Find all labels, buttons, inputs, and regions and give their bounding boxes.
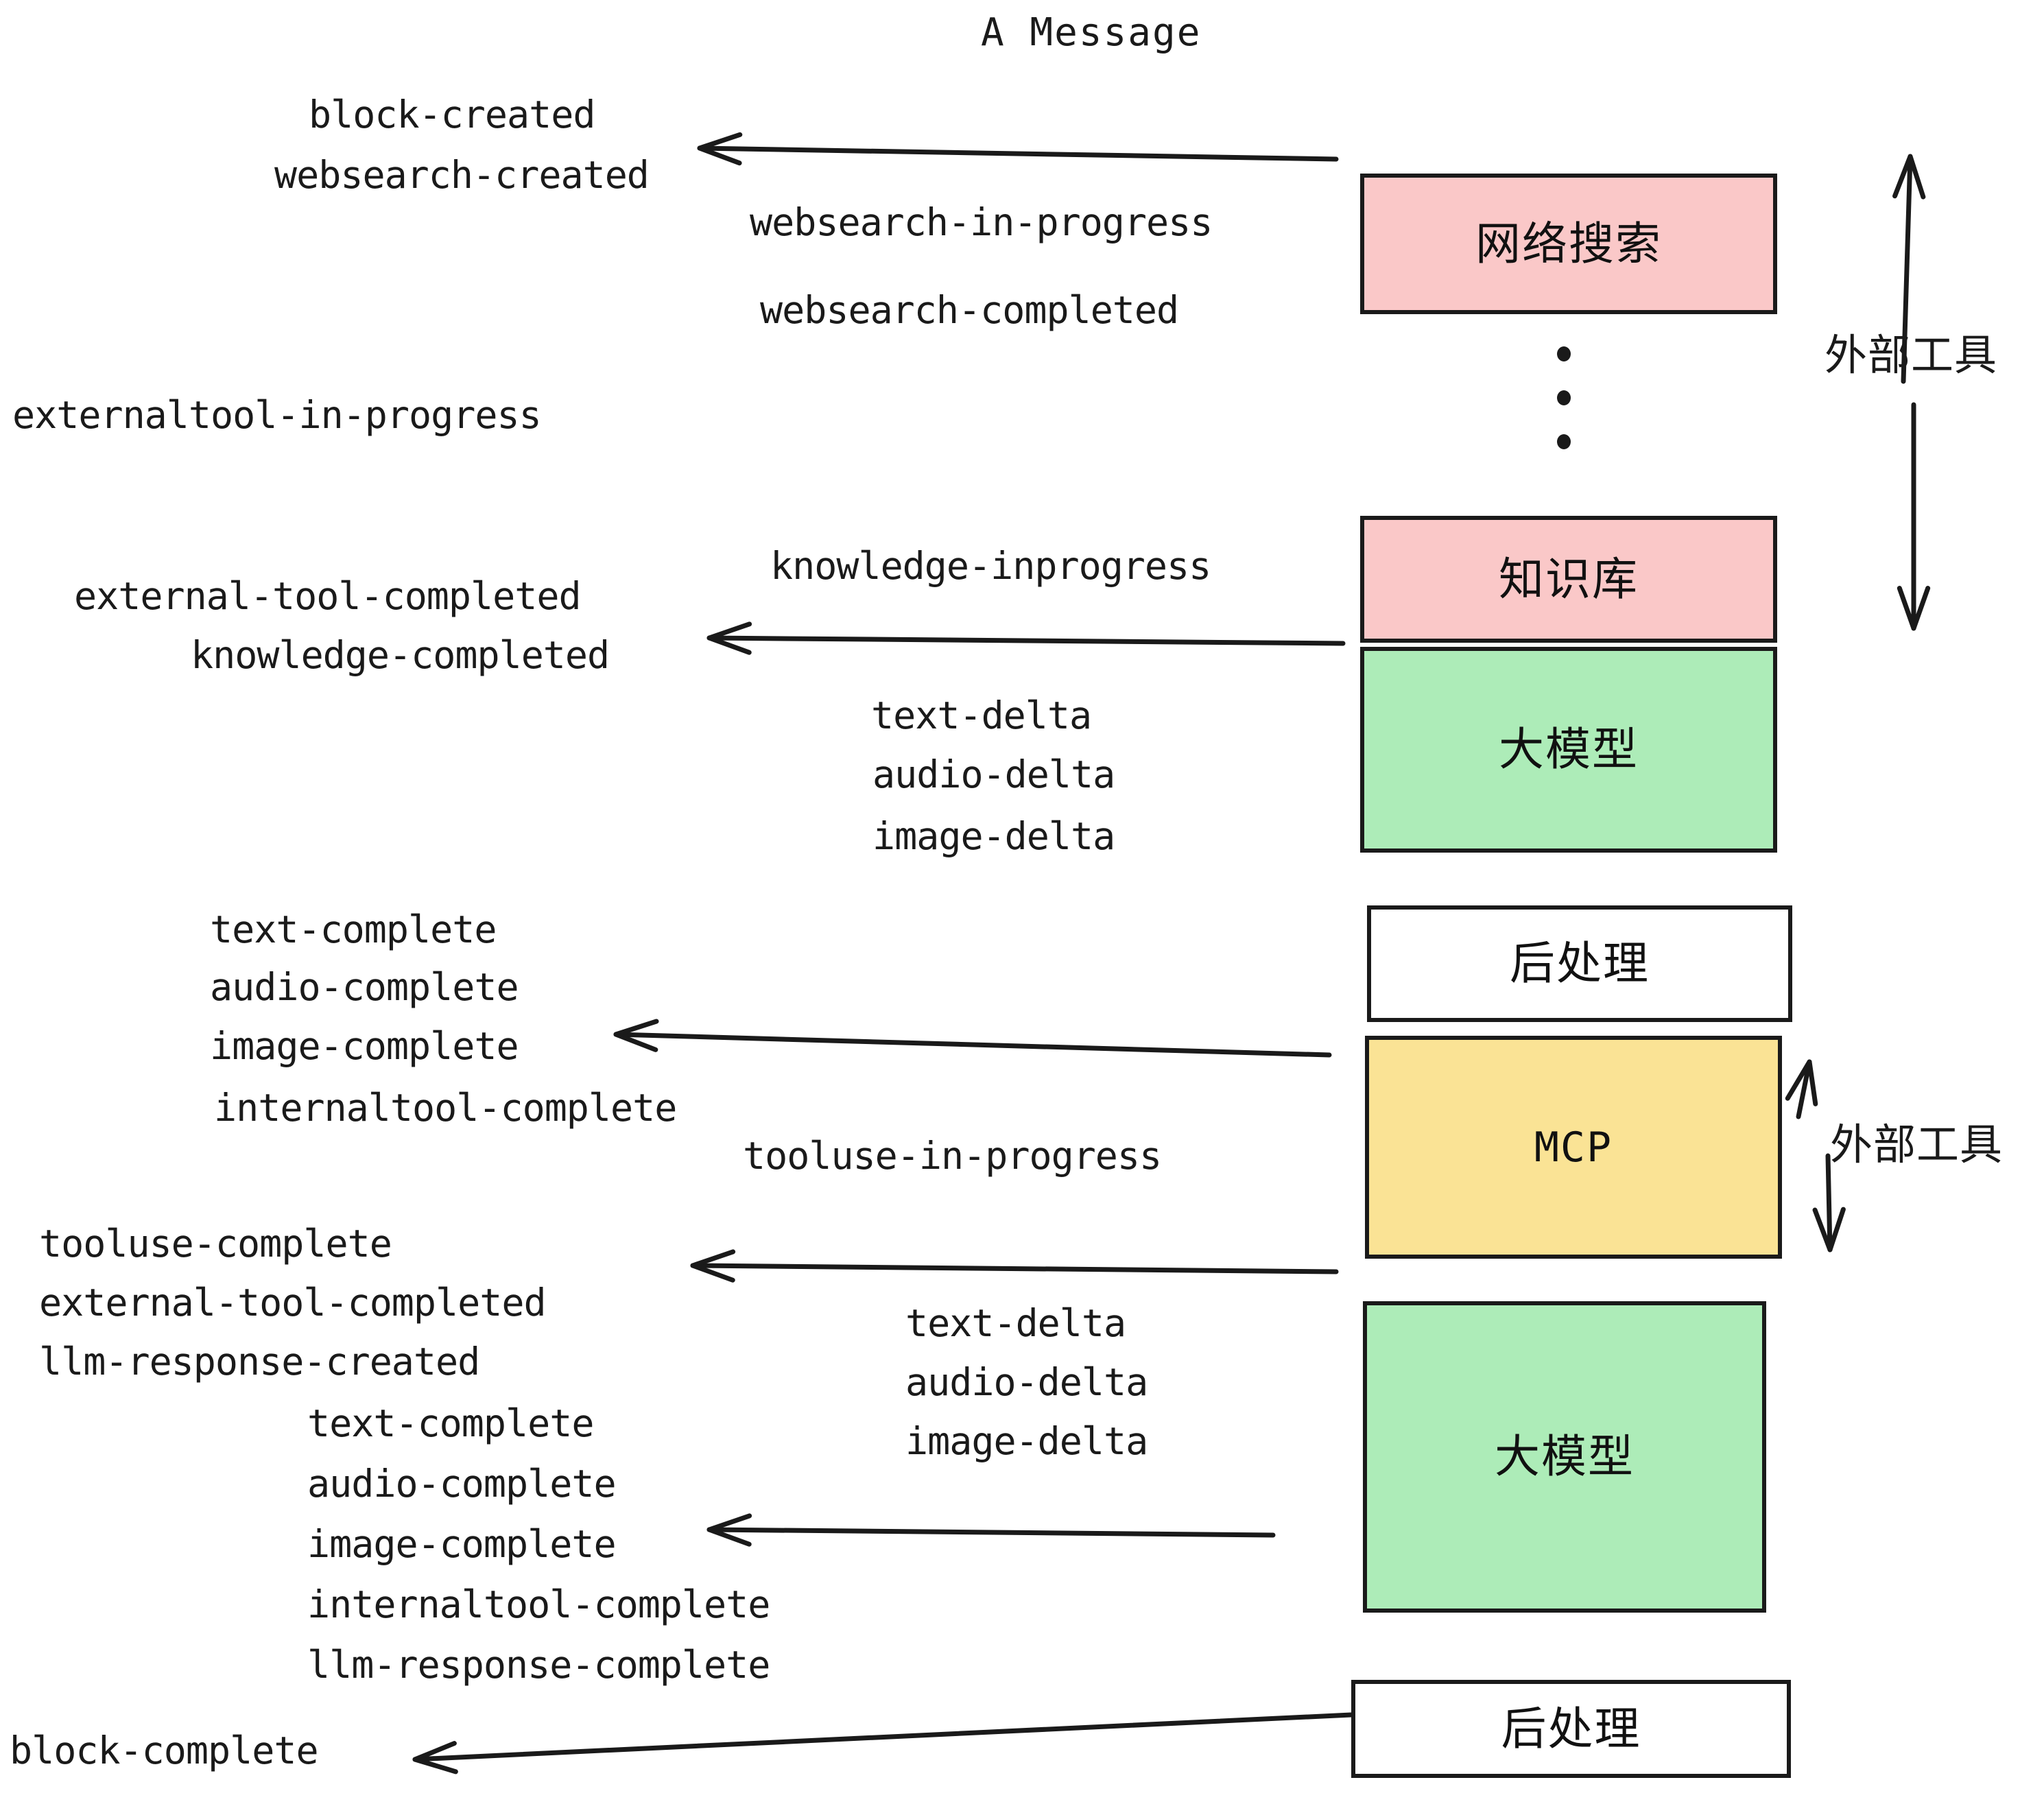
arrow-ext-tool-up-bottom-head xyxy=(1785,1059,1818,1106)
event-label-text-complete-2: text-complete xyxy=(307,1401,594,1445)
event-label-text-delta-1: text-delta xyxy=(871,693,1092,737)
arrow-ext-tool-up-top-head xyxy=(1892,154,1926,200)
event-label-websearch-in-progress: websearch-in-progress xyxy=(750,200,1213,244)
node-box-label: 大模型 xyxy=(1495,1430,1635,1483)
arrow-image-complete-head xyxy=(613,1019,659,1052)
ellipsis-dot xyxy=(1557,390,1571,405)
event-label-block-complete: block-complete xyxy=(10,1729,319,1772)
arrow-ext-tool-down-top-head xyxy=(1897,586,1931,631)
arrow-ext-tool-down-top xyxy=(1897,402,1931,631)
event-label-tooluse-in-progress: tooluse-in-progress xyxy=(743,1134,1162,1178)
event-label-image-delta-1: image-delta xyxy=(872,814,1115,858)
arrow-block-created xyxy=(697,132,1339,166)
arrow-block-complete xyxy=(412,1712,1354,1775)
event-label-image-complete-1: image-complete xyxy=(210,1024,519,1068)
arrow-ext-tool-down-bottom xyxy=(1812,1153,1846,1253)
arrow-ext-tool-down-bottom-head xyxy=(1812,1207,1846,1253)
event-label-tooluse-complete: tooluse-complete xyxy=(39,1222,392,1266)
node-box-mcp: MCP xyxy=(1365,1036,1782,1259)
event-label-audio-complete-2: audio-complete xyxy=(307,1462,617,1506)
event-label-internaltool-complete-1: internaltool-complete xyxy=(214,1086,677,1130)
node-box-label: 后处理 xyxy=(1501,1702,1641,1755)
ellipsis-dot xyxy=(1557,346,1571,361)
event-label-llm-response-created: llm-response-created xyxy=(39,1340,480,1384)
event-label-audio-delta-2: audio-delta xyxy=(905,1360,1148,1404)
arrow-tooluse-complete xyxy=(690,1249,1339,1283)
side-label-external-tool-top: 外部工具 xyxy=(1825,330,1998,380)
event-label-externaltool-in-progress: externaltool-in-progress xyxy=(12,393,542,437)
side-label-external-tool-bottom: 外部工具 xyxy=(1830,1119,2004,1170)
arrow-audio-complete-head xyxy=(706,1513,752,1547)
arrow-ext-tool-up-bottom xyxy=(1785,1059,1818,1119)
event-label-image-complete-2: image-complete xyxy=(307,1522,617,1566)
node-box-postproc-2: 后处理 xyxy=(1351,1680,1791,1778)
node-box-websearch: 网络搜索 xyxy=(1360,174,1777,314)
event-label-text-complete-1: text-complete xyxy=(210,907,497,951)
arrow-knowledge-completed-head xyxy=(706,621,752,655)
node-box-llm-2: 大模型 xyxy=(1363,1301,1766,1613)
node-box-label: 大模型 xyxy=(1499,723,1639,776)
event-label-internaltool-complete-2: internaltool-complete xyxy=(307,1582,770,1626)
event-label-knowledge-inprogress: knowledge-inprogress xyxy=(770,544,1211,588)
node-box-label: 网络搜索 xyxy=(1475,217,1662,270)
event-label-knowledge-completed: knowledge-completed xyxy=(191,633,610,677)
event-label-text-delta-2: text-delta xyxy=(905,1301,1126,1345)
arrow-image-complete xyxy=(613,1019,1332,1058)
event-label-external-tool-completed-2: external-tool-completed xyxy=(39,1281,547,1325)
ellipsis-dot xyxy=(1557,434,1571,449)
arrow-block-complete-head xyxy=(412,1741,458,1775)
vertical-ellipsis-icon xyxy=(1557,346,1571,449)
event-label-block-created: block-created xyxy=(309,93,595,137)
node-box-llm-1: 大模型 xyxy=(1360,647,1777,853)
arrow-tooluse-complete-head xyxy=(690,1249,736,1283)
node-box-label: MCP xyxy=(1534,1123,1613,1172)
node-box-knowledge: 知识库 xyxy=(1360,516,1777,643)
event-label-image-delta-2: image-delta xyxy=(905,1419,1148,1463)
node-box-postproc-1: 后处理 xyxy=(1367,905,1792,1022)
event-label-external-tool-completed-1: external-tool-completed xyxy=(74,574,582,618)
arrow-block-created-head xyxy=(697,132,743,166)
event-label-websearch-completed: websearch-completed xyxy=(760,288,1179,332)
node-box-label: 知识库 xyxy=(1499,552,1639,606)
event-label-audio-delta-1: audio-delta xyxy=(872,752,1115,796)
event-label-websearch-created: websearch-created xyxy=(274,153,650,197)
node-box-label: 后处理 xyxy=(1510,937,1650,990)
event-label-audio-complete-1: audio-complete xyxy=(210,965,519,1009)
arrow-knowledge-completed xyxy=(706,621,1346,655)
event-label-llm-response-complete: llm-response-complete xyxy=(307,1643,770,1687)
arrow-audio-complete xyxy=(706,1513,1276,1547)
page-title: A Message xyxy=(981,10,1202,55)
